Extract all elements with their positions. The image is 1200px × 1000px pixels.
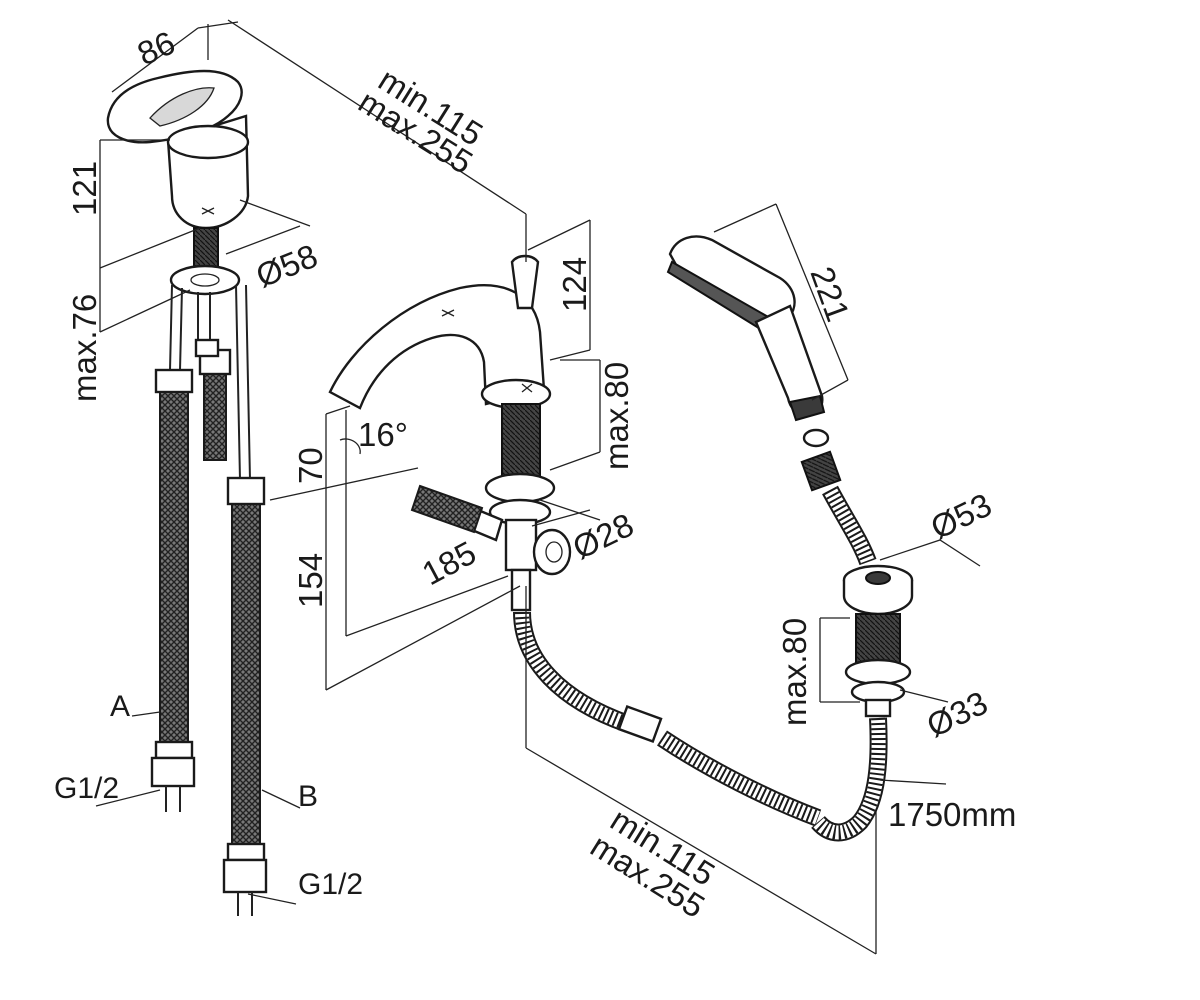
spout-top-knob (510, 254, 540, 310)
dim-handle-width: 86 (132, 24, 181, 73)
holder-fixing-nut (844, 658, 912, 686)
spring-hose-bottom (812, 717, 886, 840)
hose-b-nut (222, 858, 268, 894)
mixer-body-group (95, 21, 311, 916)
label-thread-a: G1/2 (54, 772, 119, 805)
diverter-connector (504, 518, 538, 572)
hose-a-nut (150, 756, 196, 788)
spout-arc (328, 284, 546, 410)
dim-spout-projection: 185 (416, 534, 482, 593)
middle-supply-hose (203, 369, 227, 461)
dim-hose-length: 1750mm (888, 796, 1016, 833)
mixer-fixing-nut (169, 264, 241, 296)
spout-inlet-hose (410, 484, 484, 534)
hose-b-top-fitting (226, 476, 266, 506)
dim-holder-diameter: Ø53 (925, 486, 997, 547)
spout-group (227, 19, 877, 955)
dim-spout-drop: 70 (292, 447, 329, 484)
hose-holder (842, 580, 914, 616)
dim-tilt-angle: 16° (358, 416, 408, 453)
spring-hose-middle (658, 732, 821, 825)
dim-spout-tail-max: max.80 (598, 362, 635, 470)
part-labels: A G1/2 B G1/2 (54, 690, 363, 901)
handshower-group (666, 203, 981, 842)
hose-a-top-fitting (154, 368, 194, 394)
dim-shank-diameter: Ø28 (567, 506, 639, 567)
hose-washer (802, 428, 830, 448)
spout-threaded-shank (501, 403, 541, 487)
dim-tail-length: max.76 (66, 294, 103, 402)
dim-handle-height: 121 (66, 161, 103, 216)
spout-fixing-nut (484, 472, 556, 504)
dim-handshower-length: 221 (803, 262, 857, 326)
hose-b (231, 503, 261, 845)
label-hose-b: B (298, 780, 318, 813)
label-thread-b: G1/2 (298, 868, 363, 901)
dim-body-diameter: Ø58 (251, 237, 323, 295)
hose-connector (800, 450, 842, 492)
dim-holder-shank-diameter: Ø33 (921, 684, 993, 745)
dim-spout-height: 124 (556, 257, 593, 312)
dim-spout-total-height: 154 (292, 553, 329, 608)
label-hose-a: A (110, 690, 130, 723)
hose-a (159, 391, 189, 743)
spring-hose-left (515, 611, 631, 731)
dim-holder-tail-max: max.80 (776, 618, 813, 726)
